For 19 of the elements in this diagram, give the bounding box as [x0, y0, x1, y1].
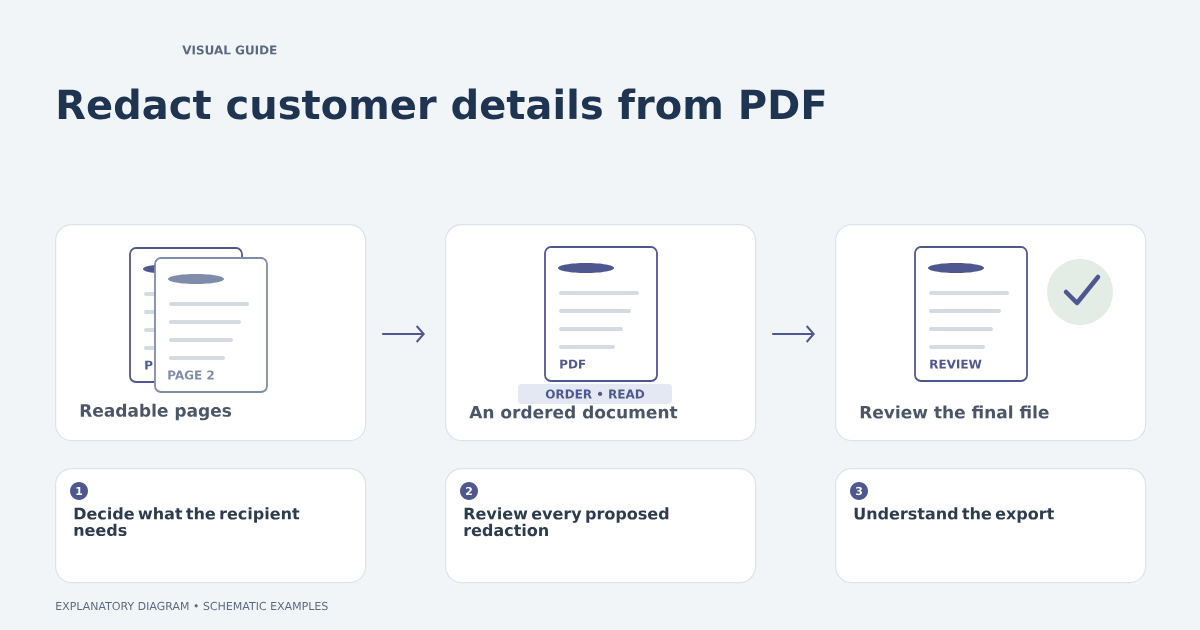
tag-badge: ORDER • READ: [518, 384, 672, 404]
title: Redact customer details from PDF: [58, 88, 825, 120]
page-label: PAGE 2: [168, 370, 214, 380]
step-text: Review every proposed redaction: [464, 507, 669, 537]
page-label: P: [145, 360, 153, 370]
step-number: 3: [850, 482, 868, 500]
card-caption: An ordered document: [469, 405, 678, 419]
arrow: [381, 325, 425, 343]
document-label: REVIEW: [930, 359, 982, 369]
subtitle: VISUAL GUIDE: [182, 45, 277, 55]
arrow: [771, 325, 815, 343]
card-caption: Review the final file: [860, 405, 1049, 419]
step-text: Understand the export: [854, 507, 1054, 523]
step-text: Decide what the recipient needs: [74, 507, 300, 537]
step-number: 2: [460, 482, 478, 500]
card-caption: Readable pages: [80, 403, 232, 421]
document-label: PDF: [560, 359, 586, 369]
step-number: 1: [70, 482, 88, 500]
footer-note: EXPLANATORY DIAGRAM • SCHEMATIC EXAMPLES: [56, 601, 328, 611]
